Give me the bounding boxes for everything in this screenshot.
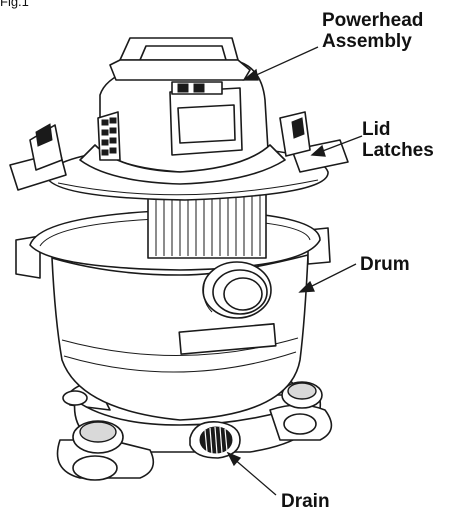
callout-drum-line-1: Drum (360, 254, 410, 275)
callout-lid-line-1: Lid (362, 119, 434, 140)
callout-lid-line-2: Latches (362, 140, 434, 161)
intake-port (203, 262, 271, 318)
callout-powerhead-line-2: Assembly (322, 31, 423, 52)
figure-label: Fig.1 (0, 0, 29, 9)
callout-drain: Drain (281, 491, 330, 512)
callout-powerhead-assembly: Powerhead Assembly (322, 10, 423, 52)
callout-lid-latches: Lid Latches (362, 119, 434, 161)
callout-drain-line-1: Drain (281, 491, 330, 512)
callout-drum: Drum (360, 254, 410, 275)
drain-plug (190, 422, 240, 458)
callout-powerhead-line-1: Powerhead (322, 10, 423, 31)
powerhead-assembly (80, 38, 285, 184)
